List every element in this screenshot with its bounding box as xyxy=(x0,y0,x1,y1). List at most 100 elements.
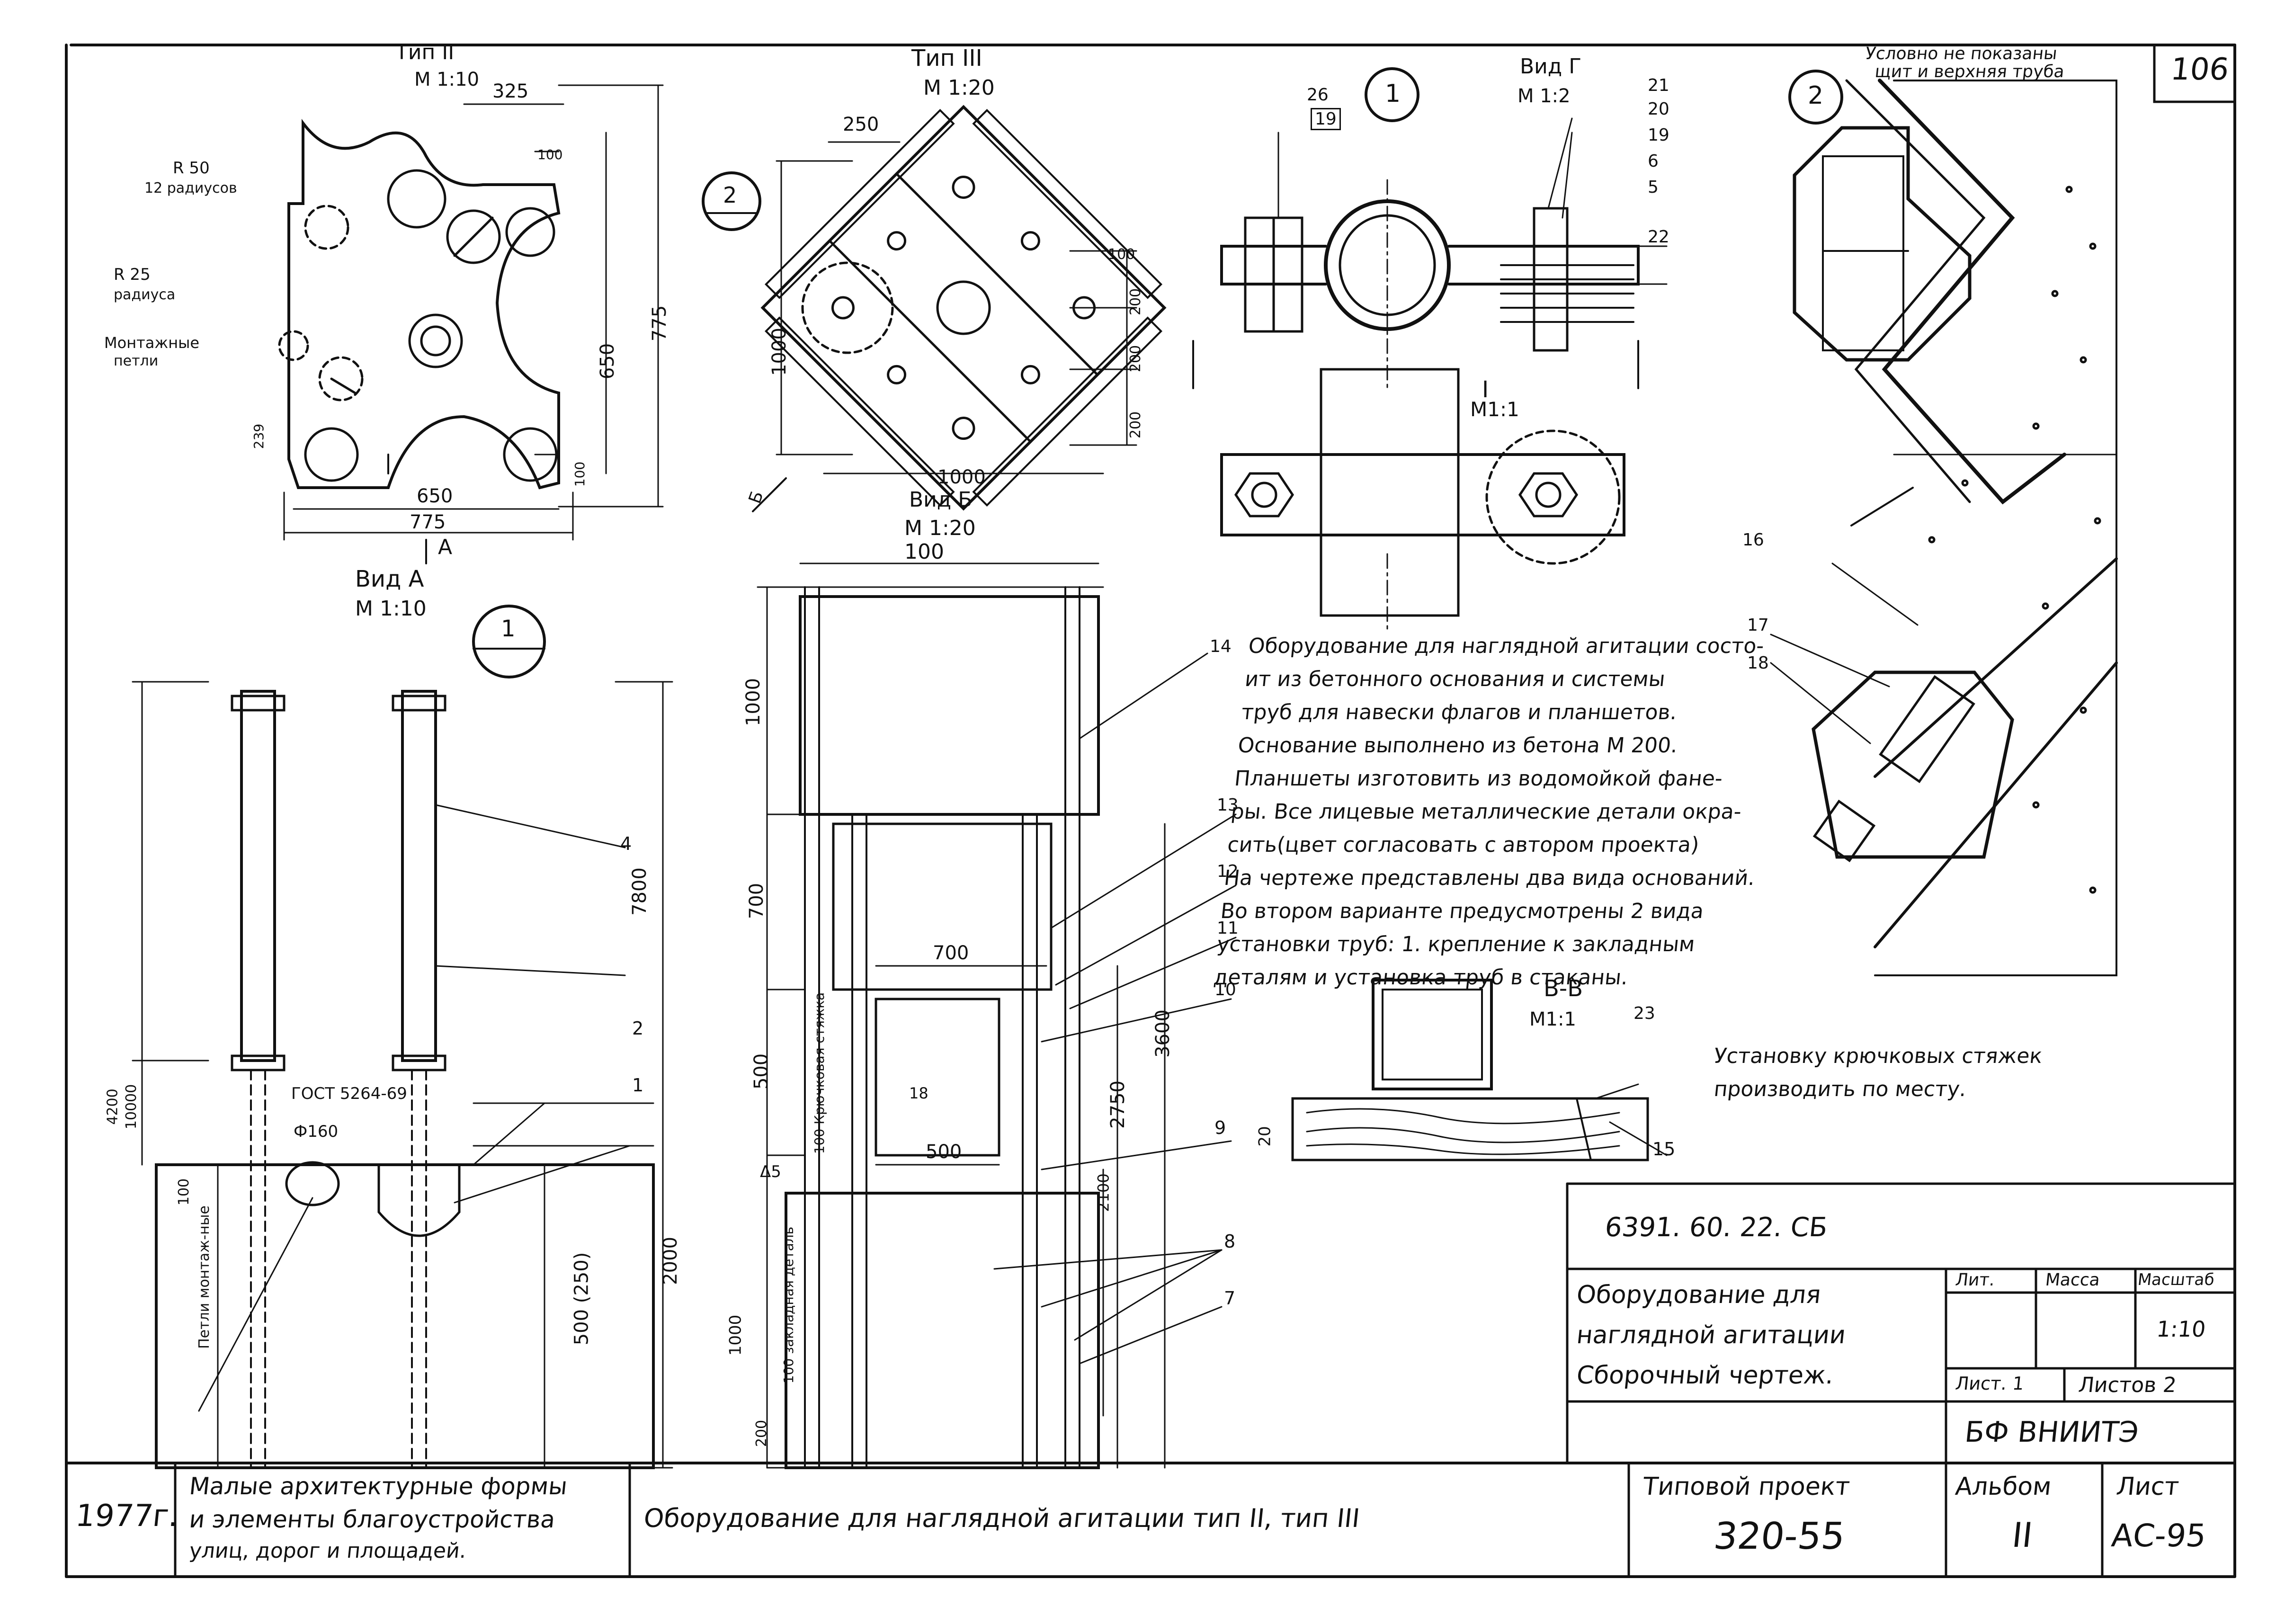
part-14: 14 xyxy=(1210,637,1232,656)
series-line-1: Малые архитектурные формы xyxy=(187,1472,569,1500)
vid-a-dim-2000: 2000 xyxy=(659,1237,681,1285)
vid-b-dim-2100: 2100 xyxy=(1094,1173,1113,1212)
type2-plan-view xyxy=(278,84,664,564)
vid-b-label-hook: 100 Крючковая стяжка xyxy=(812,992,828,1154)
part-23: 23 xyxy=(1633,1004,1655,1023)
type2-label-loops: петли xyxy=(114,353,159,369)
section-2-detail xyxy=(1770,79,2118,976)
year: 1977г. xyxy=(74,1499,180,1534)
vid-a-dim-4200: 4200 xyxy=(104,1089,121,1125)
part-5: 5 xyxy=(1648,178,1659,197)
type2-label-radius: радиуса xyxy=(114,286,176,303)
drawing-title: Оборудование для наглядной агитации тип … xyxy=(642,1503,1361,1533)
album-number: II xyxy=(2010,1515,2035,1555)
callout-1: 1 xyxy=(1385,80,1401,108)
part-20: 20 xyxy=(1648,99,1669,119)
vid-a-title: Вид А xyxy=(355,566,424,592)
type2-label-12-radii: 12 радиусов xyxy=(144,180,237,196)
type3-dim-200-b: 200 xyxy=(1127,345,1144,373)
sheet-frame xyxy=(65,44,2236,1578)
type2-label-r25: R 25 xyxy=(114,265,151,284)
page-number: 106 xyxy=(2169,52,2231,87)
vid-b-label-18: 18 xyxy=(909,1084,928,1102)
vid-b-dim-1000-top: 1000 xyxy=(742,678,764,726)
vid-b-dim-500-v: 500 xyxy=(750,1053,773,1090)
part-19: 19 xyxy=(1648,125,1669,145)
type3-plan-view xyxy=(752,105,1167,512)
note-line: Основание выполнено из бетона М 200. xyxy=(1237,733,1679,758)
series-line-3: улиц, дорог и площадей. xyxy=(188,1539,468,1563)
vid-a-elevation xyxy=(132,681,673,1469)
type2-dim-325: 325 xyxy=(492,80,529,102)
sheet-value: АС-95 xyxy=(2109,1517,2208,1554)
callout-2: 2 xyxy=(1808,81,1824,110)
callout-1-ref: 1 xyxy=(501,616,516,642)
note-line: На чертеже представлены два вида основан… xyxy=(1223,866,1756,890)
note-line: ры. Все лицевые металлические детали окр… xyxy=(1230,800,1743,824)
general-notes: Оборудование для наглядной агитации сост… xyxy=(1212,630,1819,994)
vid-b-dim-1000-bottom: 1000 xyxy=(726,1314,745,1356)
type3-dim-250: 250 xyxy=(843,114,879,135)
part-26: 26 xyxy=(1307,85,1329,105)
part-1: 1 xyxy=(632,1075,644,1096)
part-11: 11 xyxy=(1217,919,1239,938)
part-9: 9 xyxy=(1214,1117,1226,1138)
vid-b-dim-200: 200 xyxy=(753,1419,770,1447)
type3-dim-200-a: 200 xyxy=(1127,288,1144,316)
note-line: сить(цвет согласовать с автором проекта) xyxy=(1226,833,1701,857)
part-15: 15 xyxy=(1652,1139,1676,1160)
series-line-2: и элементы благоустройства xyxy=(187,1506,557,1533)
scale-value: 1:10 xyxy=(2155,1316,2207,1342)
vid-a-label-gost: ГОСТ 5264-69 xyxy=(291,1084,407,1103)
part-4: 4 xyxy=(620,833,632,854)
lit-label: Лит. xyxy=(1954,1270,1996,1290)
callout-circles xyxy=(472,67,1843,678)
vid-a-dim-500-250: 500 (250) xyxy=(571,1252,593,1346)
type2-label-a: А xyxy=(438,535,453,559)
type2-title: Тип II xyxy=(395,40,455,64)
vid-a-dim-100: 100 xyxy=(176,1178,193,1206)
note-line: деталям и установка труб в стаканы. xyxy=(1212,965,1629,990)
vid-b-label-embed: 100 закладная деталь xyxy=(781,1226,797,1384)
part-10: 10 xyxy=(1214,980,1236,999)
vid-a-label-f160: Ф160 xyxy=(294,1122,339,1141)
vid-b-dim-700-v: 700 xyxy=(746,883,768,919)
note-line: Планшеты изготовить из водомойкой фане- xyxy=(1233,767,1724,791)
vid-b-elevation xyxy=(757,562,1237,1469)
part-18: 18 xyxy=(1747,653,1769,673)
type3-scale: М 1:20 xyxy=(923,76,995,100)
part-22: 22 xyxy=(1648,227,1669,247)
vid-a-dim-10000: 10000 xyxy=(123,1084,140,1130)
mass-label: Масса xyxy=(2044,1270,2101,1290)
vid-b-dim-delta5: Δ5 xyxy=(760,1162,781,1181)
part-6: 6 xyxy=(1648,152,1659,171)
part-2: 2 xyxy=(632,1018,644,1039)
album-label: Альбом xyxy=(1954,1472,2053,1501)
project-number: 320-55 xyxy=(1712,1515,1848,1558)
note-line: труб для навески флагов и планшетов. xyxy=(1240,700,1678,724)
vid-b-scale: М 1:20 xyxy=(904,516,976,540)
part-16: 16 xyxy=(1742,530,1764,550)
vid-b-dim-700-h: 700 xyxy=(933,942,969,964)
vid-g-scale: М 1:2 xyxy=(1517,85,1571,107)
stamp-note-line-1: Условно не показаны xyxy=(1864,44,2058,63)
type2-label-r50: R 50 xyxy=(173,159,210,178)
project-label: Типовой проект xyxy=(1641,1472,1851,1501)
type2-label-mount: Монтажные xyxy=(104,334,200,352)
organization: БФ ВНИИТЭ xyxy=(1963,1416,2141,1449)
type2-dim-775-h: 775 xyxy=(410,511,446,533)
note-line: ит из бетонного основания и системы xyxy=(1243,667,1667,691)
scale-label: Масштаб xyxy=(2136,1270,2215,1289)
doc-title-line-3: Сборочный чертеж. xyxy=(1575,1361,1835,1390)
vid-b-title: Вид Б xyxy=(909,488,973,512)
part-17: 17 xyxy=(1747,616,1769,635)
type3-dim-200-c: 200 xyxy=(1127,411,1144,439)
type3-title: Тип III xyxy=(911,45,982,71)
type3-dim-100: 100 xyxy=(1108,246,1135,263)
part-7: 7 xyxy=(1224,1288,1236,1309)
type3-dim-1000-v: 1000 xyxy=(768,328,790,376)
type2-dim-775-v: 775 xyxy=(649,305,671,342)
type2-dim-100-top: 100 xyxy=(537,147,563,162)
vid-b-dim-2750: 2750 xyxy=(1107,1080,1129,1129)
